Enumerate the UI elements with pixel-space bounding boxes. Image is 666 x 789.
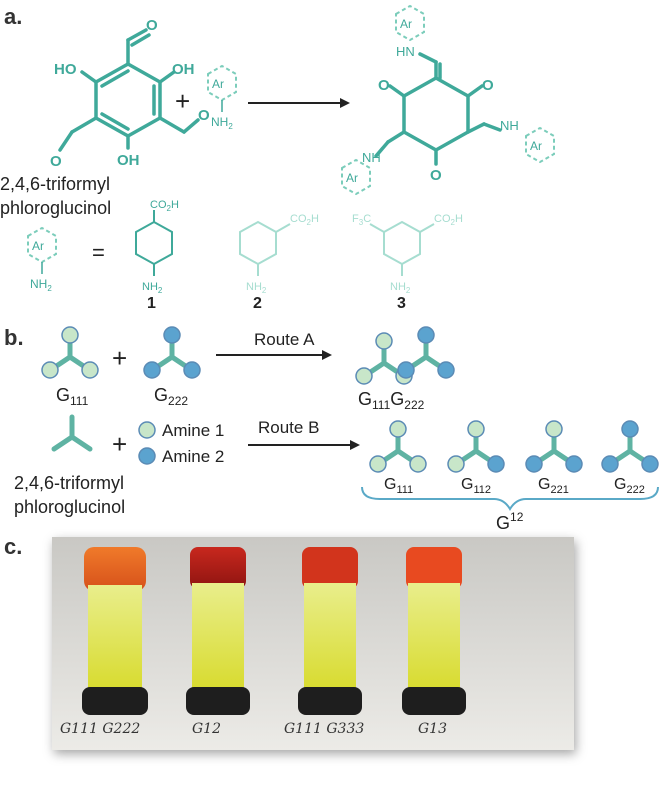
amine3-nh2: NH2 <box>390 281 411 295</box>
amine1-legend: Amine 1 <box>162 421 224 440</box>
g111-label: G111 <box>56 385 89 408</box>
product-ar-top: Ar <box>400 17 412 31</box>
product-label-3: G221 <box>538 476 569 496</box>
product-g221-molecule <box>525 420 583 473</box>
ar-def-label: Ar <box>32 239 44 253</box>
tfp-name-line1: 2,4,6-triformyl <box>0 174 110 194</box>
product-o-bottom: O <box>430 167 442 184</box>
product-g222-molecule <box>601 420 659 473</box>
amine2-nh2: NH2 <box>246 281 267 295</box>
amine1-nh2: NH2 <box>142 281 163 295</box>
tfp-name-line2: phloroglucinol <box>0 198 111 218</box>
tfp-linker-icon <box>54 417 90 449</box>
plus-sign-b2: + <box>112 429 127 459</box>
product-hn: HN <box>396 44 415 59</box>
amine2-co2h: CO2H <box>290 213 319 227</box>
product-ar-right: Ar <box>530 139 542 153</box>
equals-sign: = <box>92 240 105 265</box>
ho-label: HO <box>54 61 77 78</box>
vial-caption-3: G111 G333 <box>284 721 365 737</box>
amine2-number: 2 <box>253 295 262 312</box>
ar-label: Ar <box>212 77 224 91</box>
g12-label: G12 <box>496 510 524 533</box>
amine2-swatch <box>138 447 156 465</box>
panel-a-scheme: HO OH OH O O O 2,4,6-triformyl phloroglu… <box>0 4 555 312</box>
product-ar-left: Ar <box>346 171 358 185</box>
product-label-1: G111 <box>384 476 413 496</box>
amine1-swatch <box>138 421 156 439</box>
tfp-b-line1: 2,4,6-triformyl <box>14 473 124 493</box>
vial-caption-1: G111 G222 <box>60 721 141 737</box>
o-label-left: O <box>50 153 62 170</box>
product-o-right: O <box>482 77 494 94</box>
panel-c-label: c. <box>4 534 23 559</box>
panel-a-label: a. <box>4 4 23 29</box>
product-label-2: G112 <box>461 476 491 496</box>
plus-sign-a: + <box>175 86 190 116</box>
vial-caption-2: G12 <box>192 721 221 737</box>
vial-1 <box>82 547 148 715</box>
product-label-4: G222 <box>614 476 645 496</box>
route-a-label: Route A <box>254 330 315 349</box>
panel-b-label: b. <box>4 325 24 350</box>
amine3-cf3: F3C <box>352 213 371 227</box>
vial-caption-4: G13 <box>418 721 447 737</box>
route-b-label: Route B <box>258 418 319 437</box>
mix-a-label: G111G222 <box>358 389 425 412</box>
g111-molecule <box>41 326 99 379</box>
product-nh-left: NH <box>362 150 381 165</box>
g222-molecule <box>143 326 201 379</box>
vial-3 <box>298 547 362 715</box>
g222-label: G222 <box>154 385 188 408</box>
product-g112-molecule <box>447 420 505 473</box>
o-label-top: O <box>146 17 158 34</box>
product-g111-molecule <box>369 420 427 473</box>
plus-sign-b1: + <box>112 343 127 373</box>
vial-2 <box>186 547 250 715</box>
g12-brace <box>361 486 659 511</box>
vials-photo: G111 G222 G12 G111 G333 G13 <box>52 537 574 750</box>
panel-b-scheme: G111 + G222 Route A G111G222 + Amine 1 A… <box>14 326 659 533</box>
mix-g222-molecule <box>397 326 455 379</box>
product-nh-right: NH <box>500 118 519 133</box>
amine1-co2h: CO2H <box>150 199 179 213</box>
tfp-b-line2: phloroglucinol <box>14 497 125 517</box>
product-o-left: O <box>378 77 390 94</box>
amine1-number: 1 <box>147 295 156 312</box>
nh2-label: NH2 <box>211 115 233 131</box>
oh-label: OH <box>172 61 195 78</box>
nh2-def-label: NH2 <box>30 277 52 293</box>
oh-label-bottom: OH <box>117 152 140 169</box>
amine3-number: 3 <box>397 295 406 312</box>
o-label-right: O <box>198 107 210 124</box>
amine2-legend: Amine 2 <box>162 447 224 466</box>
vial-4 <box>402 547 466 715</box>
amine3-co2h: CO2H <box>434 213 463 227</box>
